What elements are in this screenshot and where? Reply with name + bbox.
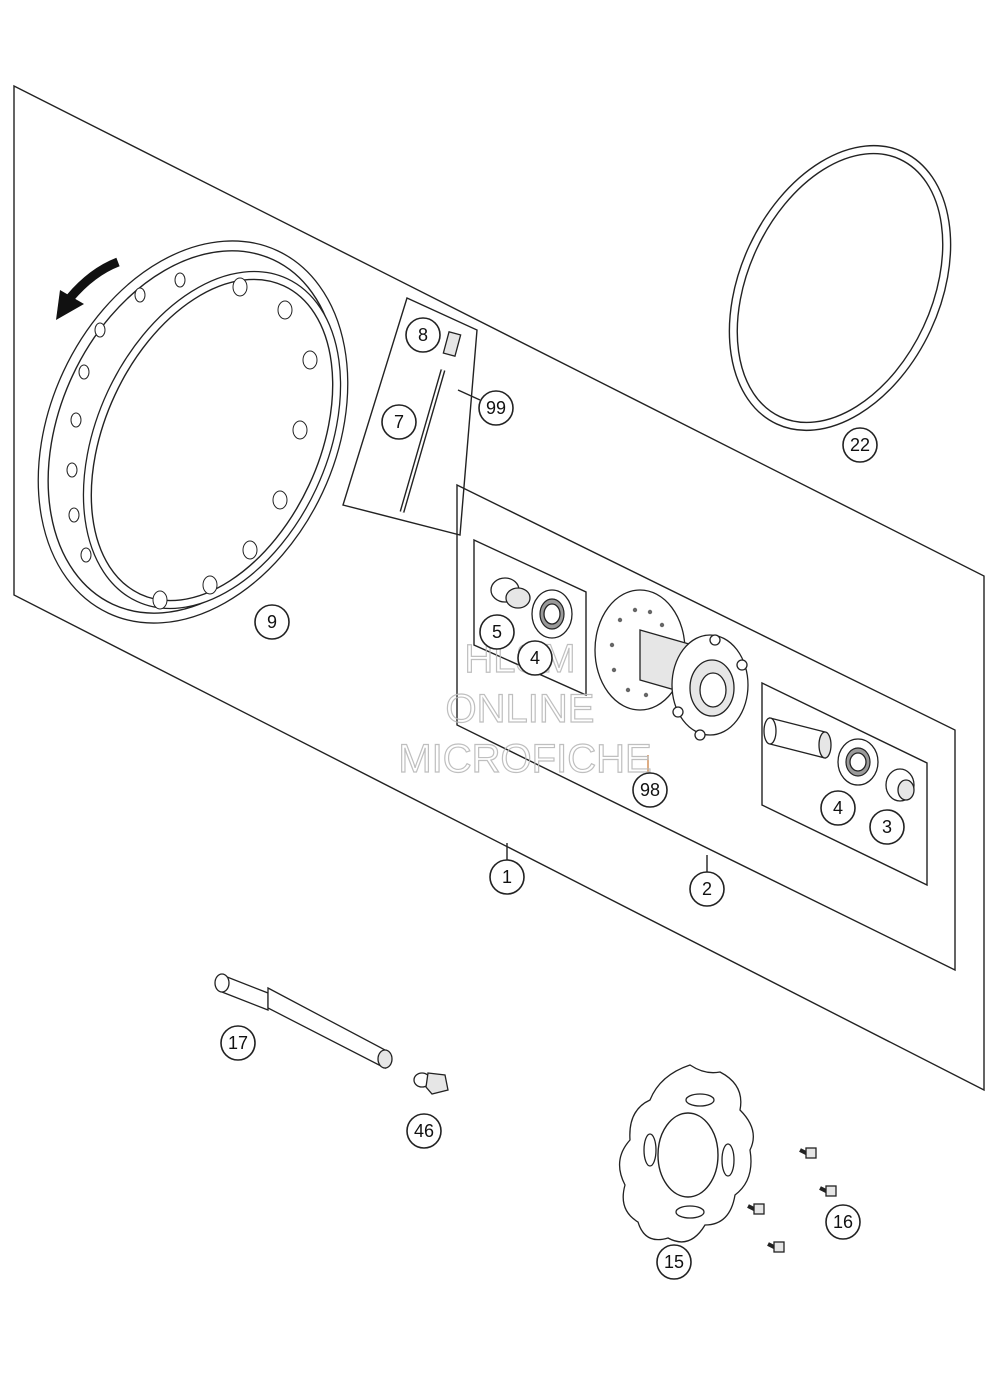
bearing-left bbox=[531, 589, 573, 639]
axle-nut bbox=[413, 1072, 449, 1095]
rotation-arrow-icon bbox=[56, 257, 120, 320]
callout-8[interactable]: 8 bbox=[405, 317, 441, 353]
wheel-hub bbox=[594, 589, 749, 741]
callout-label: 15 bbox=[664, 1252, 684, 1272]
callout-9[interactable]: 9 bbox=[254, 604, 290, 640]
callout-7[interactable]: 7 bbox=[381, 404, 417, 440]
callout-22[interactable]: 22 bbox=[842, 427, 878, 463]
callout-label: 7 bbox=[394, 412, 404, 432]
callout-15[interactable]: 15 bbox=[656, 1244, 692, 1280]
callout-3[interactable]: 3 bbox=[869, 809, 905, 845]
callout-2[interactable]: 2 bbox=[689, 871, 725, 907]
right-bearing-panel bbox=[761, 681, 928, 887]
callout-16[interactable]: 16 bbox=[825, 1204, 861, 1240]
callout-label: 99 bbox=[486, 398, 506, 418]
spacer-part-5 bbox=[490, 577, 531, 609]
callout-4-left[interactable]: 4 bbox=[517, 640, 553, 676]
callout-5[interactable]: 5 bbox=[479, 614, 515, 650]
spacer-tube bbox=[763, 717, 832, 759]
callout-label: 17 bbox=[228, 1033, 248, 1053]
callout-1[interactable]: 1 bbox=[489, 859, 525, 895]
spoke bbox=[399, 369, 446, 513]
spacer-part-3 bbox=[885, 768, 915, 802]
callout-label: 4 bbox=[833, 798, 843, 818]
callout-99[interactable]: 99 bbox=[478, 390, 514, 426]
callout-46[interactable]: 46 bbox=[406, 1113, 442, 1149]
hub-panel bbox=[456, 483, 956, 972]
callout-label: 22 bbox=[850, 435, 870, 455]
wheel-rim bbox=[37, 240, 349, 624]
callout-17[interactable]: 17 bbox=[220, 1025, 256, 1061]
disc-bolts bbox=[747, 1147, 837, 1253]
assembly-panel bbox=[13, 84, 985, 1092]
left-bearing-panel bbox=[473, 538, 587, 697]
callout-label: 8 bbox=[418, 325, 428, 345]
rim-band bbox=[728, 144, 952, 432]
callout-label: 5 bbox=[492, 622, 502, 642]
spoke-nipple bbox=[442, 331, 462, 357]
watermark: HLSM ONLINE MICROFICHE bbox=[398, 636, 653, 781]
spoke-kit-panel bbox=[342, 297, 478, 536]
callout-label: 2 bbox=[702, 879, 712, 899]
callout-label: 4 bbox=[530, 648, 540, 668]
callout-label: 1 bbox=[502, 867, 512, 887]
callout-4-right[interactable]: 4 bbox=[820, 790, 856, 826]
callout-label: 46 bbox=[414, 1121, 434, 1141]
watermark-line-3: MICROFICHE bbox=[398, 737, 651, 781]
brake-disc bbox=[618, 1064, 754, 1243]
watermark-line-2: ONLINE bbox=[446, 687, 595, 731]
callout-label: 16 bbox=[833, 1212, 853, 1232]
callout-label: 3 bbox=[882, 817, 892, 837]
callout-label: 98 bbox=[640, 780, 660, 800]
wheel-axle bbox=[214, 973, 393, 1070]
callout-98[interactable]: 98 bbox=[632, 772, 668, 808]
callout-label: 9 bbox=[267, 612, 277, 632]
bearing-right bbox=[837, 738, 879, 786]
